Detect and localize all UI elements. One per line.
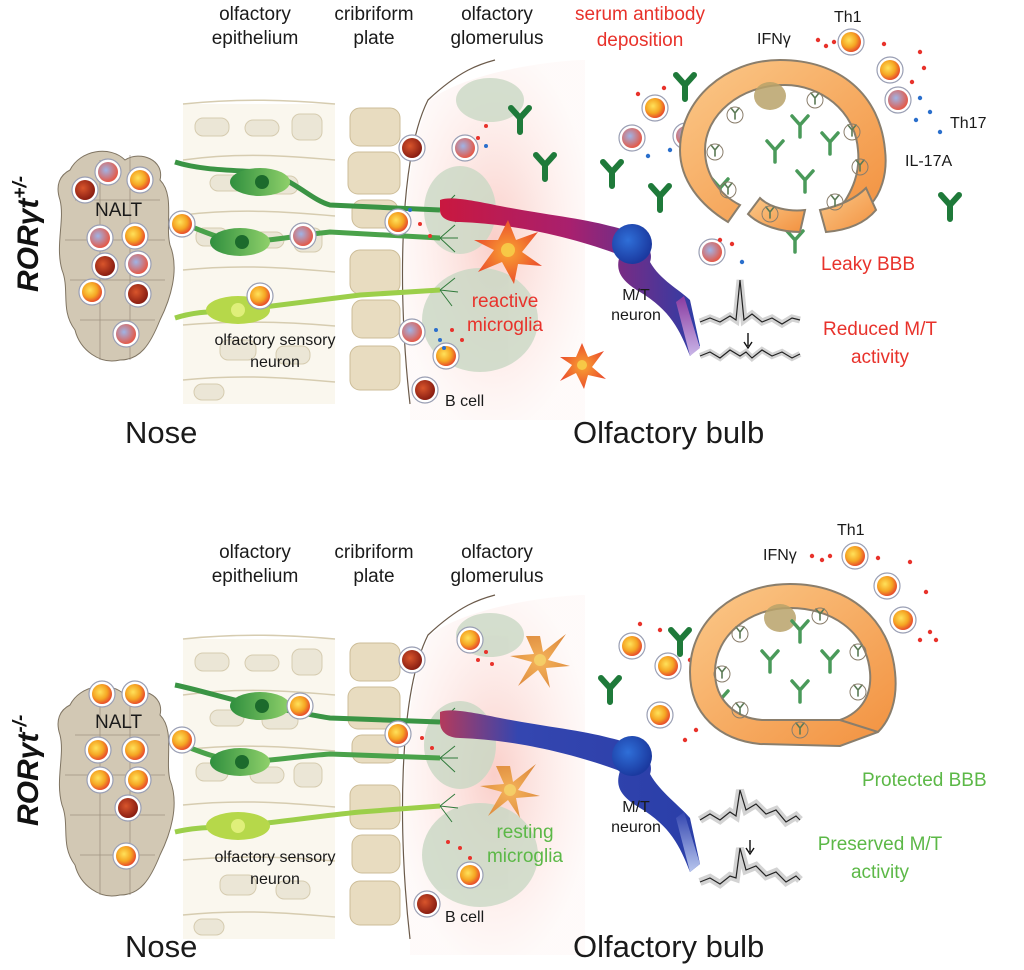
protected-bbb-vessel [688,582,897,748]
mt-neuron [440,198,700,356]
nalt-label: NALT [95,712,143,733]
bbb-label: Protected BBB [862,770,987,791]
bbb-label: Leaky BBB [821,254,915,275]
nalt-label: NALT [95,200,143,221]
leaky-bbb-vessel [678,58,887,234]
olfactory-bulb-label: Olfactory bulb [573,415,764,450]
mt-activity-traces [697,788,803,889]
th1-label: Th1 [837,522,865,539]
th17-label: Th17 [950,115,987,132]
nose-label: Nose [125,929,197,964]
ifng-label: IFNγ [757,31,791,48]
mt-neuron [440,710,700,872]
nose-label: Nose [125,415,197,450]
b-cell-label: B cell [445,909,484,926]
th1-label: Th1 [834,9,862,26]
olfactory-bulb-label: Olfactory bulb [573,929,764,964]
ifng-label: IFNγ [763,547,797,564]
il17a-label: IL-17A [905,153,952,170]
olfactory-sensory-neurons [174,682,459,840]
genotype-label: RORγt-/- [10,715,45,826]
b-cell-label: B cell [445,393,484,410]
genotype-label: RORγt+/- [10,176,45,292]
mt-activity-traces [698,279,802,363]
